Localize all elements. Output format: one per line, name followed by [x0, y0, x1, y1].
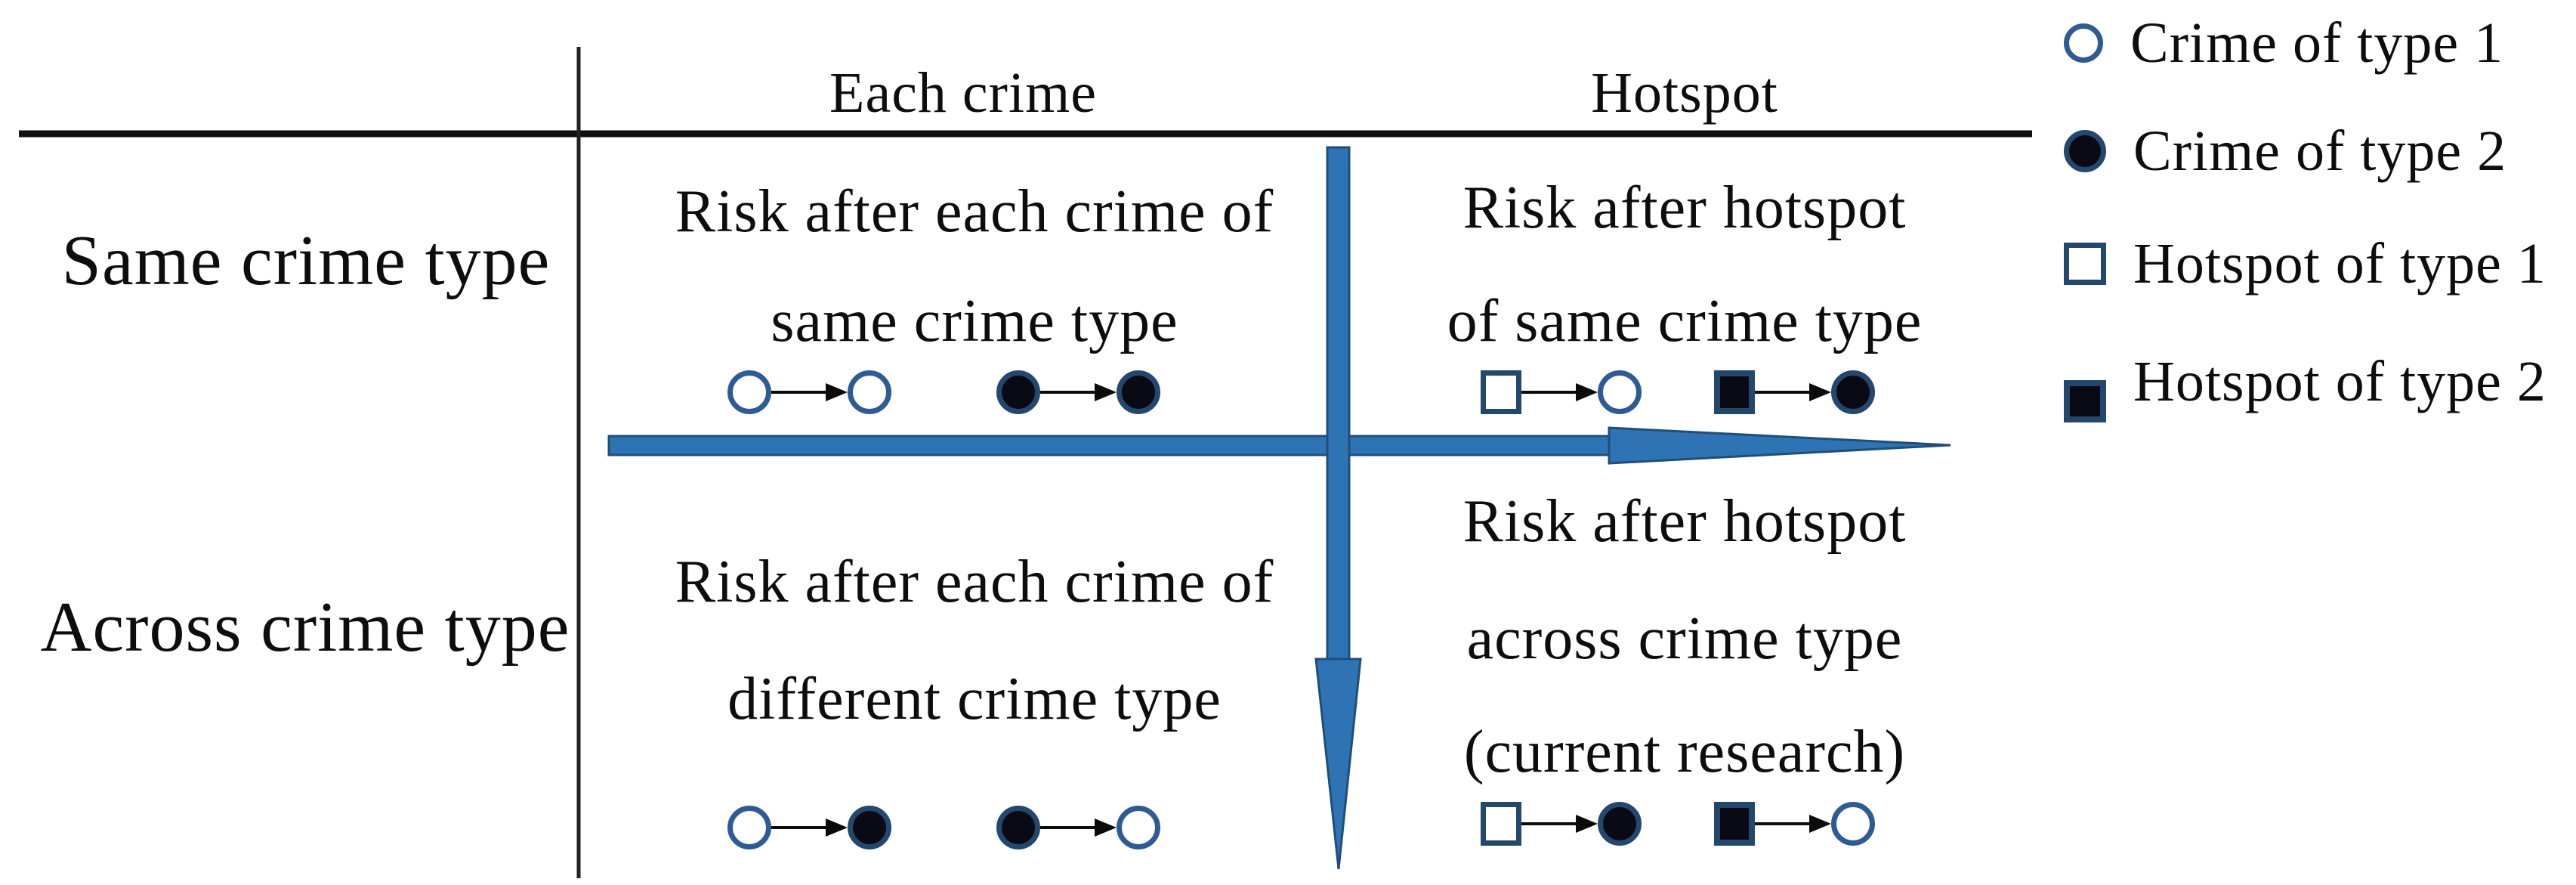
sequence-arrowhead-icon: [1095, 818, 1117, 837]
circle-filled-icon: [1831, 370, 1875, 414]
sequence-across-each-1: [727, 806, 891, 849]
circle-filled-icon: [996, 370, 1040, 414]
sequence-same-each-2: [996, 370, 1160, 414]
sequence-arrowhead-icon: [1576, 815, 1598, 833]
cell-same-hotspot-line-1: Risk after hotspot: [1463, 175, 1907, 241]
legend-label: Crime of type 1: [2130, 11, 2504, 75]
square-filled-icon: [1714, 802, 1755, 846]
legend-label: Crime of type 2: [2133, 119, 2507, 183]
square-open-icon: [1481, 370, 1521, 414]
cell-across-hotspot-line-1: Risk after hotspot: [1463, 488, 1907, 555]
cell-same-each-line-2: same crime type: [771, 288, 1178, 354]
sequence-arrow-stem: [1755, 391, 1809, 394]
vertical-axis-arrow: [1314, 146, 1362, 870]
horizontal-axis-arrow-shaft: [607, 435, 1660, 456]
column-header-each-crime: Each crime: [829, 61, 1097, 125]
cell-across-hotspot-line-3: (current research): [1463, 719, 1906, 785]
legend-label: Hotspot of type 2: [2133, 350, 2547, 413]
column-header-hotspot: Hotspot: [1591, 61, 1778, 125]
horizontal-axis-arrow-head: [1608, 426, 1951, 465]
sequence-across-hotspot-1: [1481, 802, 1642, 846]
sequence-arrow: [771, 818, 848, 837]
sequence-arrowhead-icon: [826, 818, 848, 837]
sequence-across-each-2: [996, 806, 1160, 849]
sequence-arrow-stem: [1521, 822, 1576, 825]
sequence-arrow: [1040, 818, 1117, 837]
sequence-arrow-stem: [1040, 826, 1095, 829]
sequence-arrowhead-icon: [1809, 383, 1831, 401]
sequence-across-hotspot-2: [1714, 802, 1875, 846]
legend-item-circle-filled: Crime of type 2: [2064, 122, 2507, 180]
row-header-same-crime-type: Same crime type: [61, 221, 551, 300]
cell-same-each-line-1: Risk after each crime of: [675, 178, 1274, 245]
sequence-arrow-stem: [771, 391, 826, 394]
legend-item-circle-open: Crime of type 1: [2064, 14, 2503, 72]
sequence-arrow: [1521, 383, 1598, 401]
legend-marker-square-open-icon: [2064, 243, 2106, 285]
circle-filled-icon: [1598, 802, 1642, 846]
circle-open-icon: [727, 806, 771, 849]
sequence-arrow: [1040, 383, 1117, 401]
sequence-arrowhead-icon: [1095, 383, 1117, 401]
sequence-arrow-stem: [1521, 391, 1576, 394]
row-header-across-crime-type: Across crime type: [40, 588, 570, 667]
cell-across-hotspot-line-2: across crime type: [1466, 605, 1903, 672]
legend-item-square-open: Hotspot of type 1: [2064, 235, 2547, 292]
circle-open-icon: [1117, 806, 1160, 849]
sequence-arrow: [1755, 383, 1831, 401]
sequence-arrow: [1755, 815, 1831, 833]
legend-marker-circle-filled-icon: [2064, 130, 2106, 172]
horizontal-axis-arrow: [607, 426, 1951, 465]
vertical-axis-arrow-head: [1314, 658, 1362, 870]
sequence-arrow: [1521, 815, 1598, 833]
legend-label: Hotspot of type 1: [2133, 232, 2547, 296]
circle-open-icon: [1831, 802, 1875, 846]
sequence-arrowhead-icon: [826, 383, 848, 401]
legend-marker-square-filled-icon: [2064, 380, 2106, 422]
sequence-arrow-stem: [1755, 822, 1809, 825]
cell-across-each-line-1: Risk after each crime of: [675, 549, 1274, 615]
square-filled-icon: [1714, 370, 1755, 414]
cell-same-hotspot-line-2: of same crime type: [1447, 288, 1923, 354]
circle-filled-icon: [848, 806, 891, 849]
cell-across-each-line-2: different crime type: [727, 666, 1222, 732]
circle-filled-icon: [1117, 370, 1160, 414]
square-open-icon: [1481, 802, 1521, 846]
sequence-same-hotspot-1: [1481, 370, 1642, 414]
vertical-axis-arrow-shaft: [1326, 146, 1351, 669]
circle-open-icon: [848, 370, 891, 414]
sequence-arrow: [771, 383, 848, 401]
sequence-arrowhead-icon: [1809, 815, 1831, 833]
circle-open-icon: [1598, 370, 1642, 414]
circle-open-icon: [727, 370, 771, 414]
sequence-arrow-stem: [771, 826, 826, 829]
legend-marker-circle-open-icon: [2064, 23, 2103, 63]
circle-filled-icon: [996, 806, 1040, 849]
sequence-same-hotspot-2: [1714, 370, 1875, 414]
sequence-same-each-1: [727, 370, 891, 414]
sequence-arrowhead-icon: [1576, 383, 1598, 401]
legend-item-square-filled: Hotspot of type 2: [2064, 353, 2547, 422]
sequence-arrow-stem: [1040, 391, 1095, 394]
